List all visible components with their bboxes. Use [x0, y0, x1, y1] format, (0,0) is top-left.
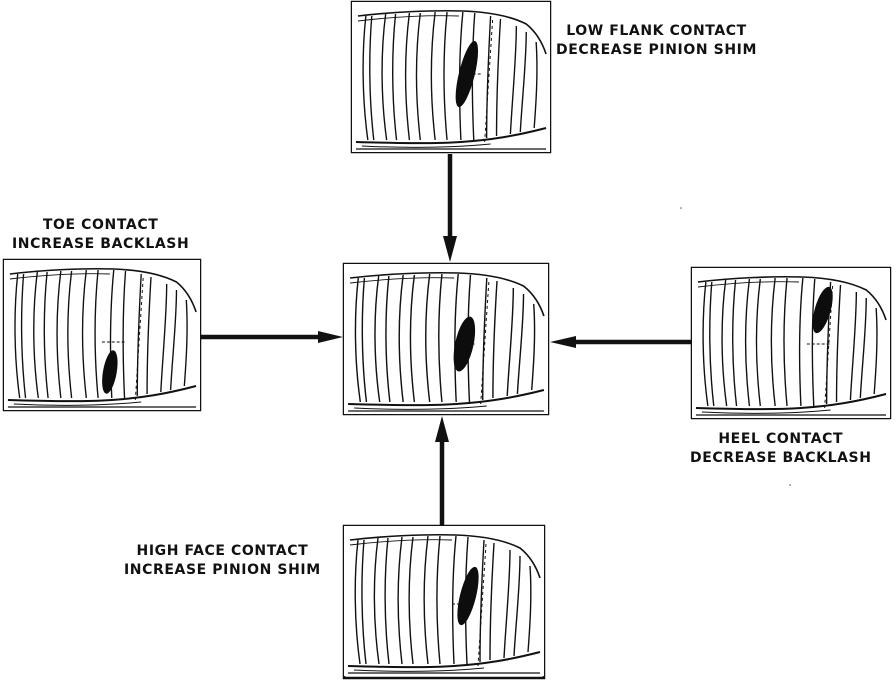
panel-center — [342, 262, 550, 416]
label-line: TOE CONTACT — [42, 217, 159, 233]
label-line: HEEL CONTACT — [718, 431, 844, 447]
panel-toe — [2, 258, 202, 412]
label-line: DECREASE PINION SHIM — [556, 42, 757, 58]
label-line: INCREASE BACKLASH — [12, 236, 190, 252]
contact-pattern — [455, 40, 479, 108]
label-line: HIGH FACE CONTACT — [136, 543, 309, 559]
label-line: LOW FLANK CONTACT — [566, 23, 747, 39]
label-toe: TOE CONTACT INCREASE BACKLASH — [12, 216, 189, 254]
label-low-flank: LOW FLANK CONTACT DECREASE PINION SHIM — [556, 22, 757, 60]
arrow-up-from-high-face — [435, 416, 449, 525]
label-high-face: HIGH FACE CONTACT INCREASE PINION SHIM — [124, 542, 321, 580]
label-line: INCREASE PINION SHIM — [124, 562, 321, 578]
label-line: DECREASE BACKLASH — [690, 450, 872, 466]
arrow-left-from-heel — [550, 336, 691, 348]
panel-high-face — [342, 524, 546, 680]
arrow-down-from-low-flank — [443, 154, 457, 262]
panel-heel — [690, 266, 892, 420]
label-heel: HEEL CONTACT DECREASE BACKLASH — [690, 430, 872, 468]
contact-pattern — [102, 350, 118, 394]
contact-pattern — [812, 286, 833, 334]
contact-pattern — [457, 566, 479, 626]
arrow-right-from-toe — [201, 331, 343, 343]
panel-low-flank — [350, 0, 552, 154]
